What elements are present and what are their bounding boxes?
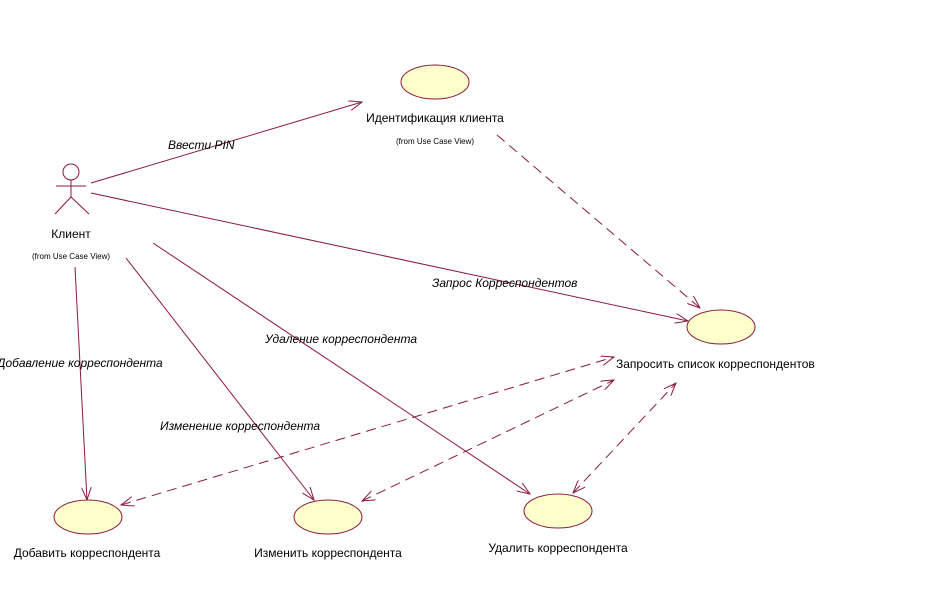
association-add-correspondent[interactable]	[74, 266, 87, 500]
usecase-delete-correspondent[interactable]	[523, 493, 593, 529]
association-request-correspondents[interactable]	[90, 192, 688, 321]
association-enter-pin[interactable]	[90, 102, 362, 184]
dependency-delete-request[interactable]	[573, 383, 676, 493]
association-add-correspondent-label: Добавление корреспондента	[0, 356, 163, 370]
usecase-add-correspondent-label: Добавить корреспондента	[13, 546, 161, 560]
usecase-identify-client-from: (from Use Case View)	[395, 137, 475, 146]
usecase-delete-correspondent-label: Удалить корреспондента	[488, 541, 628, 555]
usecase-add-correspondent[interactable]	[53, 499, 123, 535]
usecase-edit-correspondent-label: Изменить корреспондента	[254, 546, 402, 560]
usecase-identify-client-label: Идентификация клиента	[366, 111, 504, 125]
actor-client-figure[interactable]	[54, 163, 90, 215]
association-edit-correspondent-label: Изменение корреспондента	[160, 419, 321, 433]
association-delete-correspondent-label: Удаление корреспондента	[265, 332, 417, 346]
usecase-edit-correspondent[interactable]	[293, 499, 363, 535]
usecase-request-list-label: Запросить список корреспондентов	[616, 357, 815, 371]
usecase-request-list[interactable]	[686, 309, 756, 345]
association-enter-pin-label: Ввести PIN	[168, 138, 235, 152]
association-edit-correspondent[interactable]	[125, 257, 314, 500]
usecase-identify-client[interactable]	[400, 64, 470, 100]
dependency-edit-request[interactable]	[362, 380, 614, 501]
actor-from-label: (from Use Case View)	[31, 252, 111, 261]
dependency-identify-to-request[interactable]	[496, 134, 700, 308]
association-request-correspondents-label: Запрос Корреспондентов	[432, 276, 578, 290]
actor-name: Клиент	[51, 227, 91, 241]
